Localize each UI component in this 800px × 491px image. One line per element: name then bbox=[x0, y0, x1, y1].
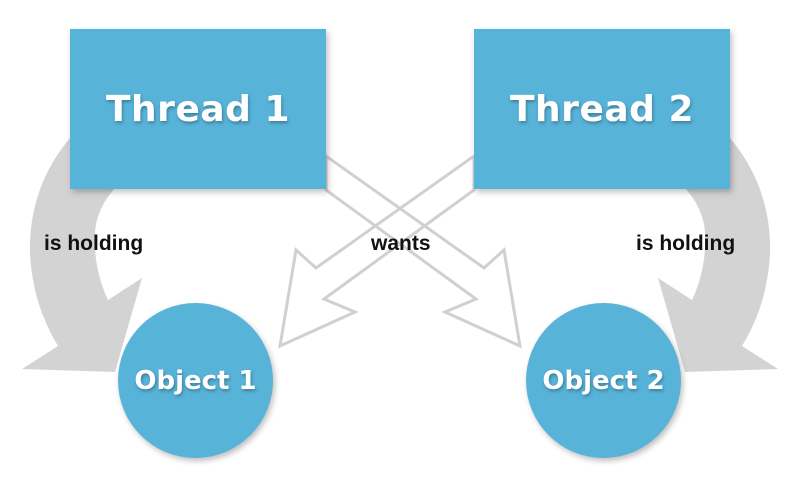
wants-arrow-thread2-to-object1 bbox=[278, 153, 476, 349]
object-2-label: Object 2 bbox=[542, 365, 665, 396]
thread-2-label: Thread 2 bbox=[510, 88, 694, 130]
wants-arrow-thread1-to-object2 bbox=[324, 153, 522, 349]
holding-label-left: is holding bbox=[44, 232, 144, 255]
thread-1-box: Thread 1 bbox=[70, 29, 326, 189]
holding-arrow-left bbox=[22, 138, 142, 372]
object-1-circle: Object 1 bbox=[118, 303, 273, 458]
holding-label-right: is holding bbox=[636, 232, 736, 255]
thread-2-box: Thread 2 bbox=[474, 29, 730, 189]
object-2-circle: Object 2 bbox=[526, 303, 681, 458]
wants-label: wants bbox=[371, 232, 431, 255]
thread-1-label: Thread 1 bbox=[106, 88, 290, 130]
holding-arrow-right bbox=[658, 138, 778, 372]
object-1-label: Object 1 bbox=[134, 365, 257, 396]
